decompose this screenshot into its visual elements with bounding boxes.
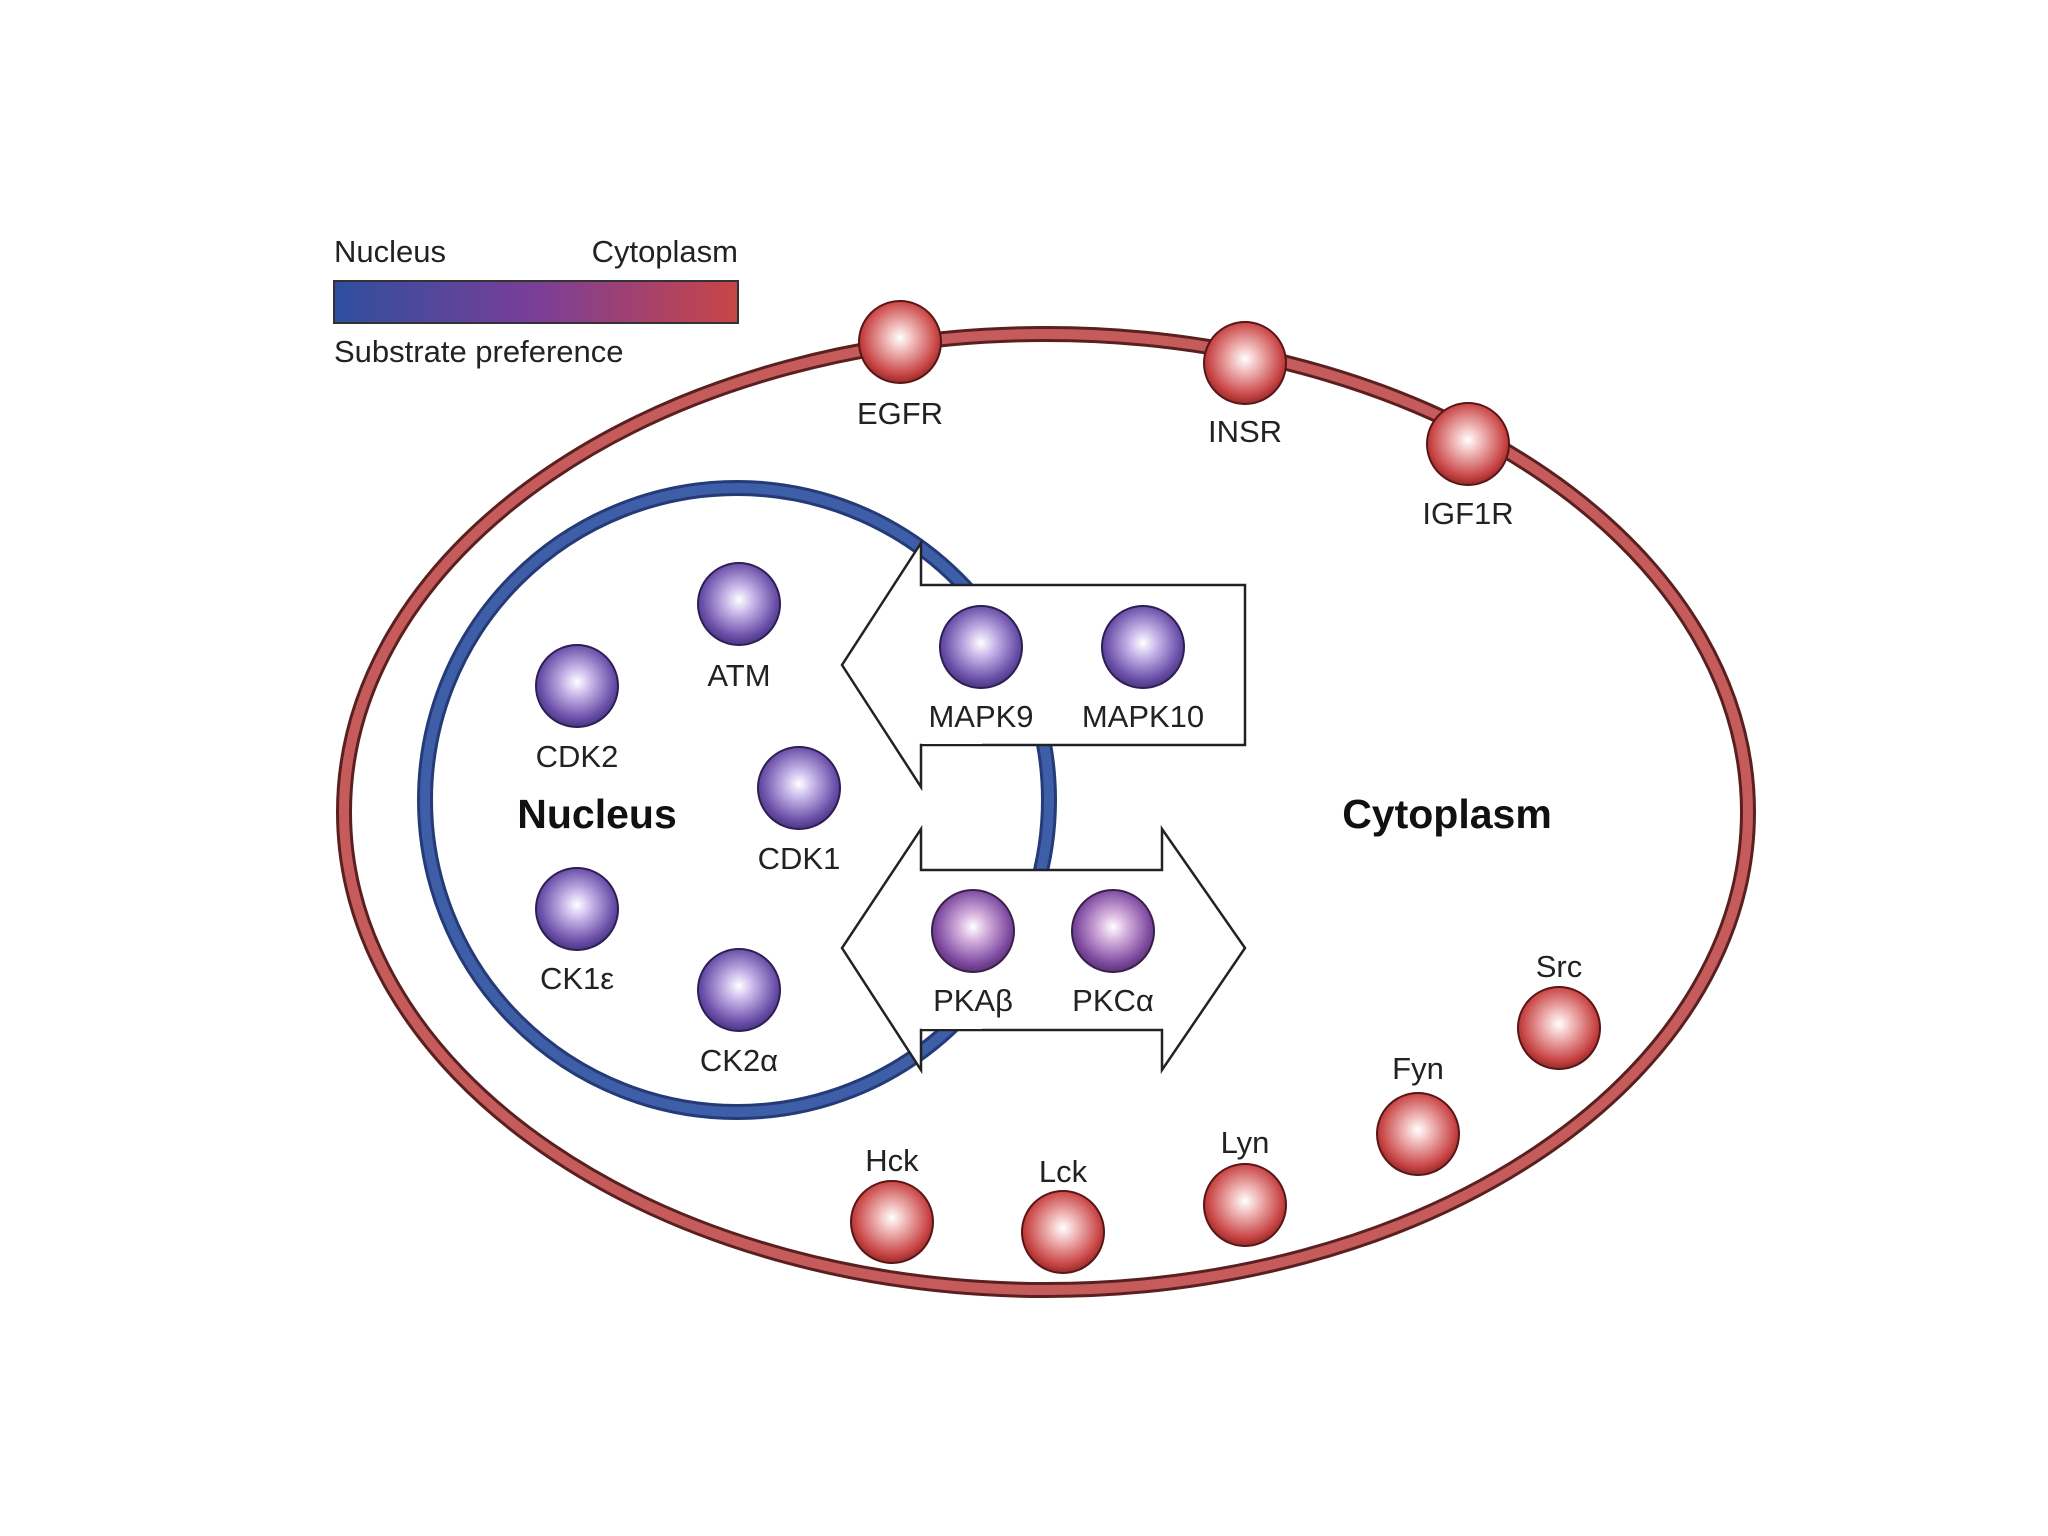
kinase-cdk2-node [535, 644, 619, 728]
kinase-atm-node [697, 562, 781, 646]
kinase-mapk9-label: MAPK9 [928, 699, 1033, 734]
legend-caption: Substrate preference [334, 334, 624, 369]
kinase-mapk10-node [1101, 605, 1185, 689]
legend: Nucleus Cytoplasm Substrate preference [333, 234, 739, 369]
kinase-fyn-label: Fyn [1392, 1051, 1444, 1086]
import-kinases: MAPK9 MAPK10 [928, 605, 1204, 734]
legend-nucleus-label: Nucleus [334, 234, 446, 269]
nuclear-envelope [420, 483, 1054, 1117]
kinase-pkab-label: PKAβ [933, 983, 1013, 1018]
nuclear-kinases: ATM CDK2 CDK1 CK1ε CK2α [535, 562, 841, 1078]
cell-membrane [339, 329, 1753, 1295]
kinase-hck-label: Hck [865, 1143, 919, 1178]
kinase-src-node [1517, 986, 1601, 1070]
kinase-fyn-node [1376, 1092, 1460, 1176]
kinase-lyn-node [1203, 1163, 1287, 1247]
export-kinases: PKAβ PKCα [931, 889, 1155, 1018]
membrane-kinases: EGFR INSR IGF1R Hck Lck Lyn Fyn Src [850, 300, 1601, 1274]
kinase-ck1e-node [535, 867, 619, 951]
kinase-cdk1-label: CDK1 [758, 841, 841, 876]
kinase-ck2a-node [697, 948, 781, 1032]
kinase-pkab-node [931, 889, 1015, 973]
kinase-atm-label: ATM [707, 658, 770, 693]
kinase-lck-label: Lck [1039, 1154, 1088, 1189]
kinase-igf1r-node [1426, 402, 1510, 486]
kinase-cdk1-node [757, 746, 841, 830]
kinase-egfr-node [858, 300, 942, 384]
kinase-pkca-label: PKCα [1072, 983, 1154, 1018]
legend-gradient-bar [333, 280, 739, 324]
kinase-ck2a-label: CK2α [700, 1043, 778, 1078]
cytoplasm-label: Cytoplasm [1342, 791, 1552, 837]
kinase-mapk9-node [939, 605, 1023, 689]
kinase-lck-node [1021, 1190, 1105, 1274]
kinase-cdk2-label: CDK2 [536, 739, 619, 774]
kinase-hck-node [850, 1180, 934, 1264]
kinase-insr-label: INSR [1208, 414, 1282, 449]
legend-cytoplasm-label: Cytoplasm [592, 234, 738, 269]
kinase-insr-node [1203, 321, 1287, 405]
kinase-pkca-node [1071, 889, 1155, 973]
kinase-lyn-label: Lyn [1221, 1125, 1270, 1160]
kinase-igf1r-label: IGF1R [1422, 496, 1513, 531]
nucleus-label: Nucleus [517, 791, 677, 837]
kinase-mapk10-label: MAPK10 [1082, 699, 1204, 734]
kinase-egfr-label: EGFR [857, 396, 943, 431]
kinase-src-label: Src [1536, 949, 1583, 984]
kinase-ck1e-label: CK1ε [540, 961, 614, 996]
